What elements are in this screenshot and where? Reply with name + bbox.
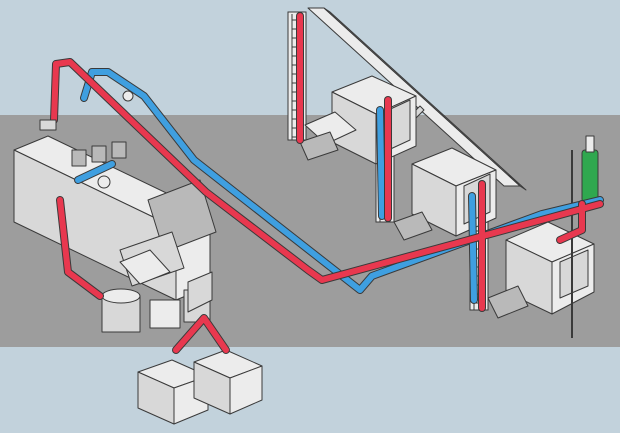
signal-tower: [571, 135, 599, 338]
pipe-fill: [377, 107, 385, 219]
supply-pipe: [50, 12, 604, 354]
conveyor-hopper: [119, 249, 213, 313]
pipe-fill: [75, 161, 115, 183]
pipe-fill: [57, 197, 103, 299]
pipe-fill: [469, 193, 477, 303]
pipe-fill: [173, 315, 229, 353]
pipe-fill: [557, 201, 585, 243]
pipe-fill: [51, 59, 603, 283]
pump-manifold: [39, 90, 134, 189]
chip-collection-bins: [137, 349, 263, 425]
